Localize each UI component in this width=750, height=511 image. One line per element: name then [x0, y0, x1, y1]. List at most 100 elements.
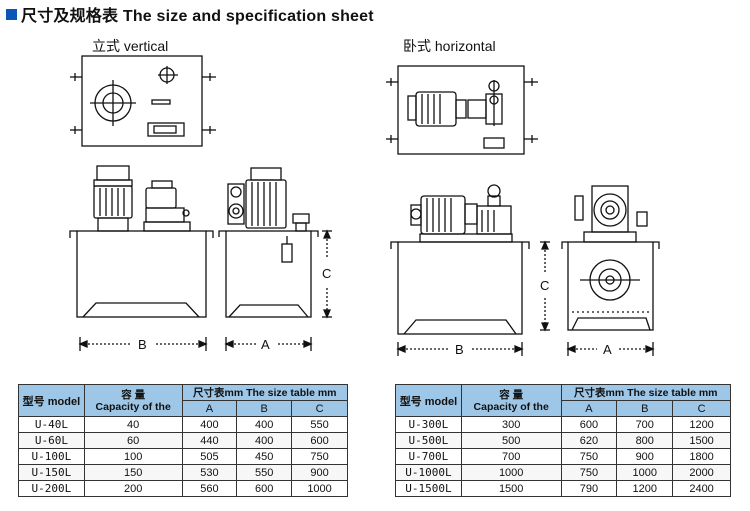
capacity-header-en: Capacity of the [95, 400, 171, 413]
cell-c: 2400 [672, 480, 731, 497]
cell-capacity: 1500 [460, 480, 562, 497]
dim-b-horizontal [396, 342, 524, 356]
cell-a: 530 [181, 464, 238, 481]
cell-c: 750 [291, 448, 348, 465]
cell-model: U-150L [18, 464, 85, 481]
col-c-header: C [291, 400, 348, 417]
cell-model: U-100L [18, 448, 85, 465]
page-title-text: 尺寸及规格表 The size and specification sheet [21, 8, 374, 25]
dim-a-vertical-label: A [261, 337, 270, 352]
cell-c: 1000 [291, 480, 348, 497]
capacity-header-cn: 容 量 [121, 388, 146, 401]
cell-model: U-200L [18, 480, 85, 497]
cell-c: 900 [291, 464, 348, 481]
capacity-header: 容 量 Capacity of the [460, 384, 562, 417]
page-title: 尺寸及规格表 The size and specification sheet [6, 5, 374, 25]
vertical-spec-table: 型号 model 容 量 Capacity of the 尺寸表mm The s… [18, 384, 349, 497]
cell-a: 600 [560, 416, 618, 433]
capacity-header: 容 量 Capacity of the [83, 384, 183, 417]
dim-b-vertical-label: B [138, 337, 147, 352]
col-a-header: A [181, 400, 238, 417]
cell-a: 620 [560, 432, 618, 449]
cell-model: U-60L [18, 432, 85, 449]
cell-model: U-40L [18, 416, 85, 433]
horizontal-side-view [561, 185, 660, 331]
cell-b: 900 [616, 448, 674, 465]
cell-a: 400 [181, 416, 238, 433]
cell-b: 400 [236, 432, 293, 449]
cell-a: 440 [181, 432, 238, 449]
cell-capacity: 40 [83, 416, 183, 433]
horizontal-section-label: 卧式 horizontal [403, 38, 496, 54]
cell-c: 1800 [672, 448, 731, 465]
model-header: 型号 model [395, 384, 462, 417]
dim-a-horizontal [566, 342, 655, 356]
cell-capacity: 100 [83, 448, 183, 465]
technical-drawings: B A C B A C [69, 55, 660, 357]
cell-capacity: 60 [83, 432, 183, 449]
col-b-header: B [616, 400, 674, 417]
cell-c: 550 [291, 416, 348, 433]
size-table-header: 尺寸表mm The size table mm [181, 384, 349, 401]
cell-a: 560 [181, 480, 238, 497]
cell-b: 1200 [616, 480, 674, 497]
horizontal-front-view [390, 184, 530, 335]
title-square-icon [6, 8, 17, 20]
capacity-header-en: Capacity of the [473, 400, 549, 413]
dim-a-horizontal-label: A [603, 342, 612, 357]
horizontal-spec-table: 型号 model 容 量 Capacity of the 尺寸表mm The s… [395, 384, 732, 497]
cell-b: 550 [236, 464, 293, 481]
cell-model: U-500L [395, 432, 462, 449]
cell-a: 750 [560, 448, 618, 465]
horizontal-top-view [386, 65, 538, 155]
dim-c-vertical-label: C [322, 266, 331, 281]
cell-b: 600 [236, 480, 293, 497]
col-b-header: B [236, 400, 293, 417]
cell-c: 2000 [672, 464, 731, 481]
model-header: 型号 model [18, 384, 85, 417]
col-a-header: A [560, 400, 618, 417]
cell-c: 600 [291, 432, 348, 449]
cell-model: U-1000L [395, 464, 462, 481]
cell-a: 505 [181, 448, 238, 465]
size-table-header: 尺寸表mm The size table mm [560, 384, 732, 401]
cell-capacity: 700 [460, 448, 562, 465]
dim-c-horizontal-label: C [540, 278, 549, 293]
dim-b-vertical [78, 337, 208, 351]
cell-b: 700 [616, 416, 674, 433]
vertical-section-label: 立式 vertical [92, 38, 169, 54]
cell-model: U-700L [395, 448, 462, 465]
cell-a: 750 [560, 464, 618, 481]
dim-b-horizontal-label: B [455, 342, 464, 357]
cell-model: U-300L [395, 416, 462, 433]
cell-capacity: 300 [460, 416, 562, 433]
cell-b: 400 [236, 416, 293, 433]
cell-b: 450 [236, 448, 293, 465]
dim-c-vertical [322, 229, 332, 319]
dim-c-horizontal [540, 240, 550, 332]
cell-capacity: 500 [460, 432, 562, 449]
cell-model: U-1500L [395, 480, 462, 497]
col-c-header: C [672, 400, 731, 417]
cell-c: 1200 [672, 416, 731, 433]
cell-capacity: 150 [83, 464, 183, 481]
cell-b: 800 [616, 432, 674, 449]
vertical-top-view [70, 55, 216, 147]
cell-capacity: 1000 [460, 464, 562, 481]
vertical-front-view [69, 165, 214, 318]
cell-capacity: 200 [83, 480, 183, 497]
dim-a-vertical [224, 337, 313, 351]
cell-b: 1000 [616, 464, 674, 481]
